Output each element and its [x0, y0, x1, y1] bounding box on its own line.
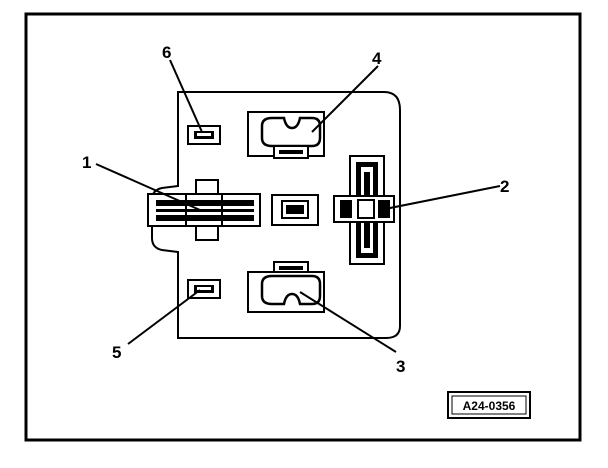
center-slot [271, 194, 319, 226]
callout-label-5: 5 [112, 343, 121, 362]
callout-label-1: 1 [82, 153, 91, 172]
terminal-4 [247, 111, 325, 159]
leader-line-4 [311, 65, 379, 133]
leader-line-3 [299, 291, 397, 353]
reference-code: A24-0356 [463, 399, 516, 413]
leader-lines [95, 59, 501, 353]
terminal-2 [333, 155, 395, 265]
terminal-6 [187, 125, 221, 145]
leader-line-2 [379, 185, 501, 211]
leader-line-6 [169, 59, 203, 133]
leader-line-1 [95, 163, 201, 211]
callout-label-4: 4 [372, 49, 382, 68]
terminal-3 [247, 261, 325, 313]
terminal-1 [147, 179, 261, 241]
callout-label-2: 2 [500, 177, 509, 196]
callout-label-6: 6 [162, 43, 171, 62]
callout-label-3: 3 [396, 357, 405, 376]
leader-line-5 [127, 289, 201, 345]
reference-code-box: A24-0356 [447, 391, 531, 419]
